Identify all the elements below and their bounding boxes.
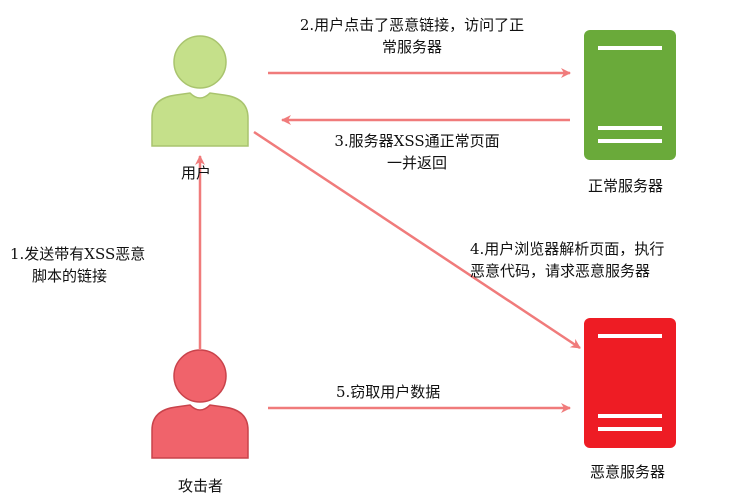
malicious-server-icon (584, 318, 676, 448)
normal-server-icon (584, 30, 676, 160)
step3-line1: 3.服务器XSS通正常页面 (334, 132, 500, 150)
arrow-step4 (253, 130, 581, 350)
step1-line1: 1.发送带有XSS恶意 (10, 245, 146, 263)
attacker-label: 攻击者 (178, 477, 224, 495)
step1-line2: 脚本的链接 (32, 267, 108, 285)
step1-label: 1.发送带有XSS恶意 脚本的链接 (10, 243, 145, 287)
user-label: 用户 (181, 164, 212, 182)
attacker-icon (151, 349, 249, 459)
step4-line2: 恶意代码，请求恶意服务器 (470, 262, 651, 280)
step3-label: 3.服务器XSS通正常页面 一并返回 (292, 130, 542, 174)
step3-line2: 一并返回 (386, 154, 447, 172)
malicious-server-label: 恶意服务器 (590, 463, 666, 481)
step4-line1: 4.用户浏览器解析页面，执行 (470, 240, 665, 258)
step5-line1: 5.窃取用户数据 (336, 383, 441, 401)
normal-server-label: 正常服务器 (588, 177, 664, 195)
step2-line1: 2.用户点击了恶意链接，访问了正 (299, 16, 525, 34)
step2-label: 2.用户点击了恶意链接，访问了正 常服务器 (252, 14, 572, 58)
user-icon (151, 35, 249, 147)
step2-line2: 常服务器 (381, 38, 442, 56)
step4-label: 4.用户浏览器解析页面，执行 恶意代码，请求恶意服务器 (470, 238, 664, 282)
step5-label: 5.窃取用户数据 (336, 381, 440, 403)
